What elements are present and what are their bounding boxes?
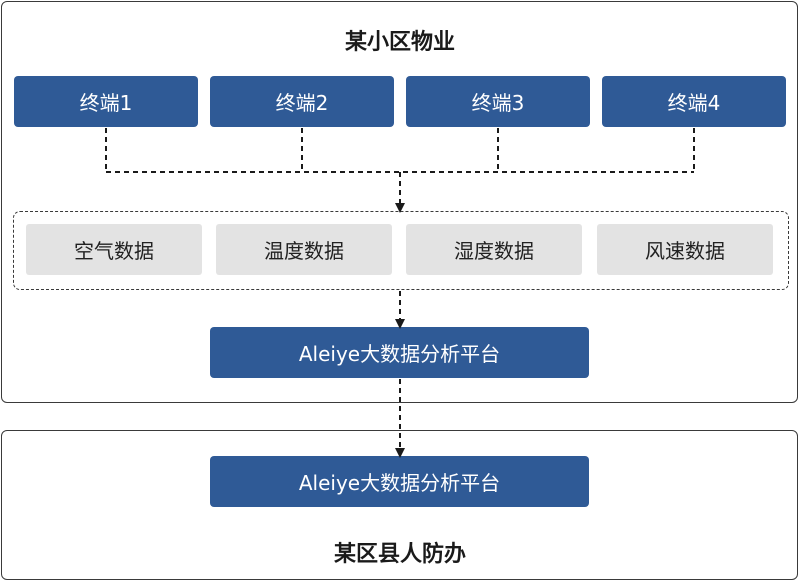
platform-top-box: Aleiye大数据分析平台 — [210, 327, 589, 378]
air-data-box: 空气数据 — [26, 224, 202, 275]
terminal-4-box: 终端4 — [602, 76, 786, 127]
terminal-1-box: 终端1 — [14, 76, 198, 127]
temperature-data-box: 温度数据 — [216, 224, 392, 275]
wind-speed-data-box: 风速数据 — [597, 224, 773, 275]
terminal-3-box: 终端3 — [406, 76, 590, 127]
top-panel-title: 某小区物业 — [344, 30, 455, 55]
bottom-panel-title: 某区县人防办 — [333, 542, 466, 567]
platform-bottom-box: Aleiye大数据分析平台 — [210, 456, 589, 507]
terminal-2-box: 终端2 — [210, 76, 394, 127]
humidity-data-box: 湿度数据 — [406, 224, 582, 275]
